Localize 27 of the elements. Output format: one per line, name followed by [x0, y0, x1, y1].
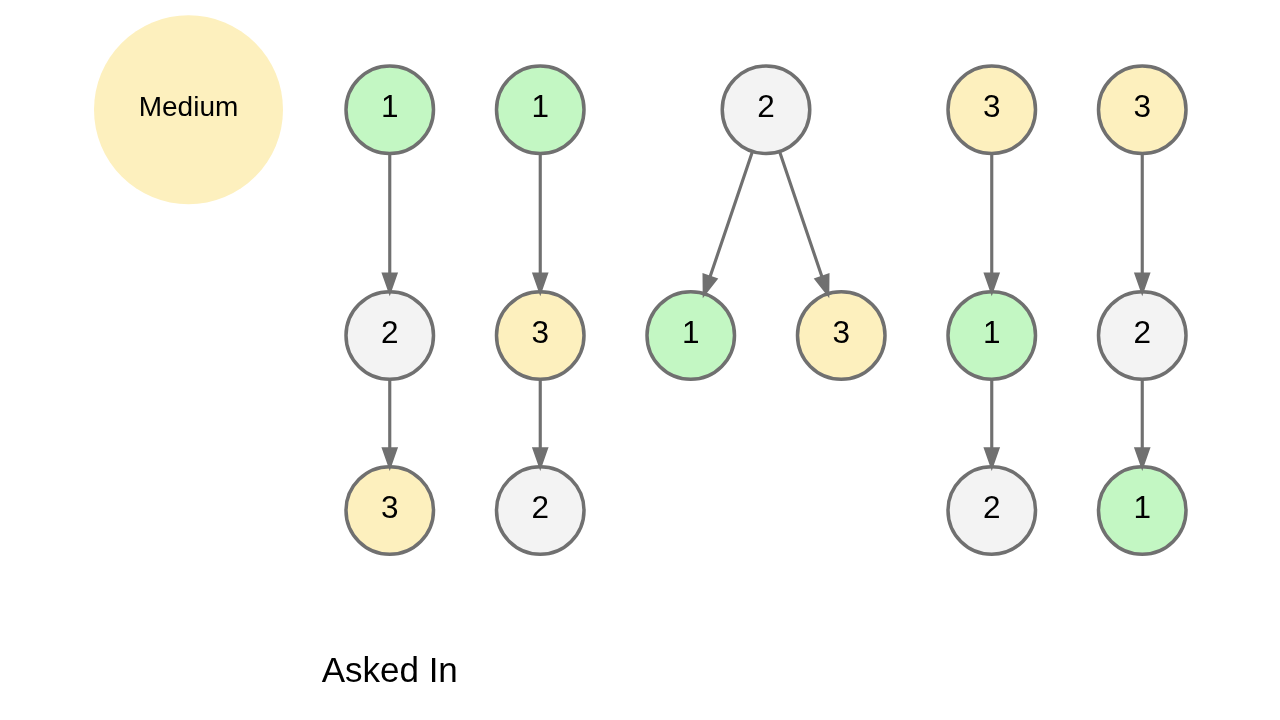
arrow [1133, 153, 1151, 297]
node-circle: 1 [494, 64, 586, 156]
node-circle: Medium [94, 15, 283, 205]
arrow [702, 151, 754, 299]
node-circle: 2 [720, 64, 812, 156]
arrow [381, 153, 399, 297]
node-circle: 2 [1096, 290, 1188, 381]
arrow [531, 153, 549, 297]
arrow [381, 379, 399, 471]
label: Asked In [321, 650, 458, 689]
node-circle: 3 [494, 290, 586, 381]
node-circle: 3 [795, 290, 887, 381]
node-circle: 2 [494, 465, 586, 556]
arrow [778, 151, 830, 299]
node-circle: 1 [946, 290, 1038, 381]
arrow [983, 153, 1001, 297]
arrow [1133, 379, 1151, 471]
node-circle: 2 [344, 290, 436, 381]
node-circle: 1 [1096, 465, 1188, 556]
node-circle: 3 [1096, 64, 1188, 156]
arrow [983, 379, 1001, 471]
arrow [531, 379, 549, 471]
node-circle: 2 [946, 465, 1038, 556]
node-circle: 1 [645, 290, 737, 381]
node-circle: 3 [946, 64, 1038, 156]
node-circle: 1 [344, 64, 436, 156]
node-circle: 3 [344, 465, 436, 556]
